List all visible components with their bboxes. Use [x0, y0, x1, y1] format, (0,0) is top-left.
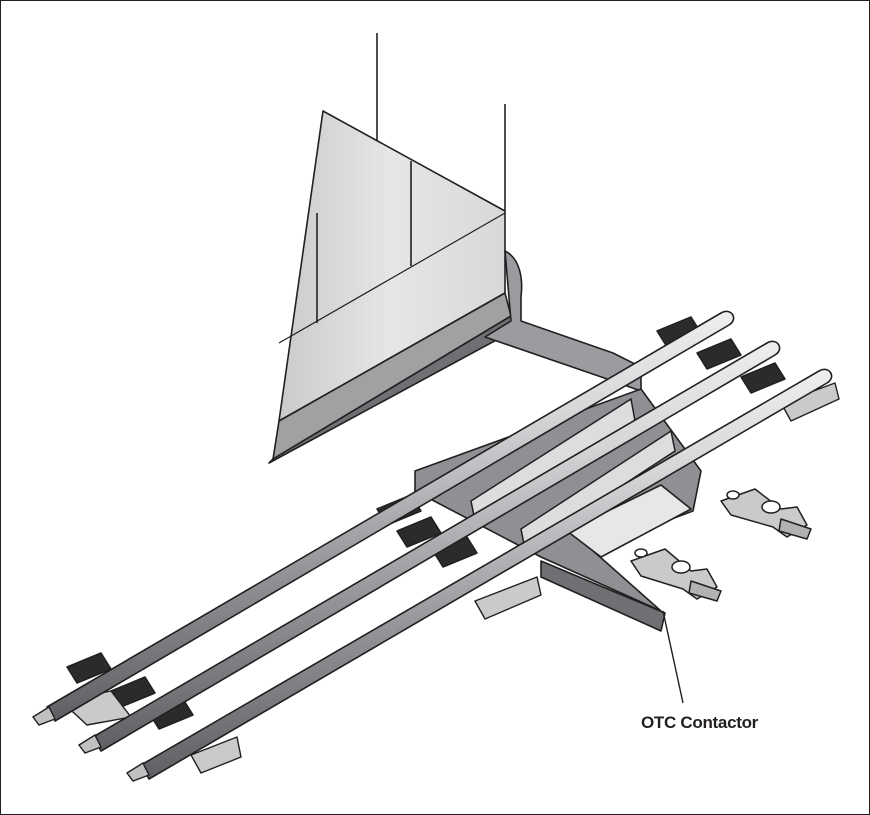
wall-line: [278, 212, 506, 344]
contact-strip: [566, 484, 692, 558]
tie-base: [474, 576, 542, 620]
callout: OTC Contactor: [641, 610, 759, 732]
callout-leader-line: [662, 610, 684, 704]
tie: [740, 362, 786, 394]
rail: [92, 340, 781, 752]
tie-base: [190, 736, 242, 774]
rail-clip: [720, 488, 812, 540]
tie: [696, 338, 742, 370]
rail-pin: [31, 705, 56, 726]
callout-label: OTC Contactor: [641, 713, 759, 732]
rail: [140, 368, 833, 780]
rail: [46, 310, 735, 722]
rails: [46, 310, 833, 780]
rail-pin: [125, 761, 150, 782]
rail-pins: [31, 705, 150, 782]
base-plate-edge: [540, 560, 666, 632]
wall-structure: [268, 33, 514, 464]
rail-pin: [77, 733, 102, 754]
rail-clip: [630, 548, 722, 602]
